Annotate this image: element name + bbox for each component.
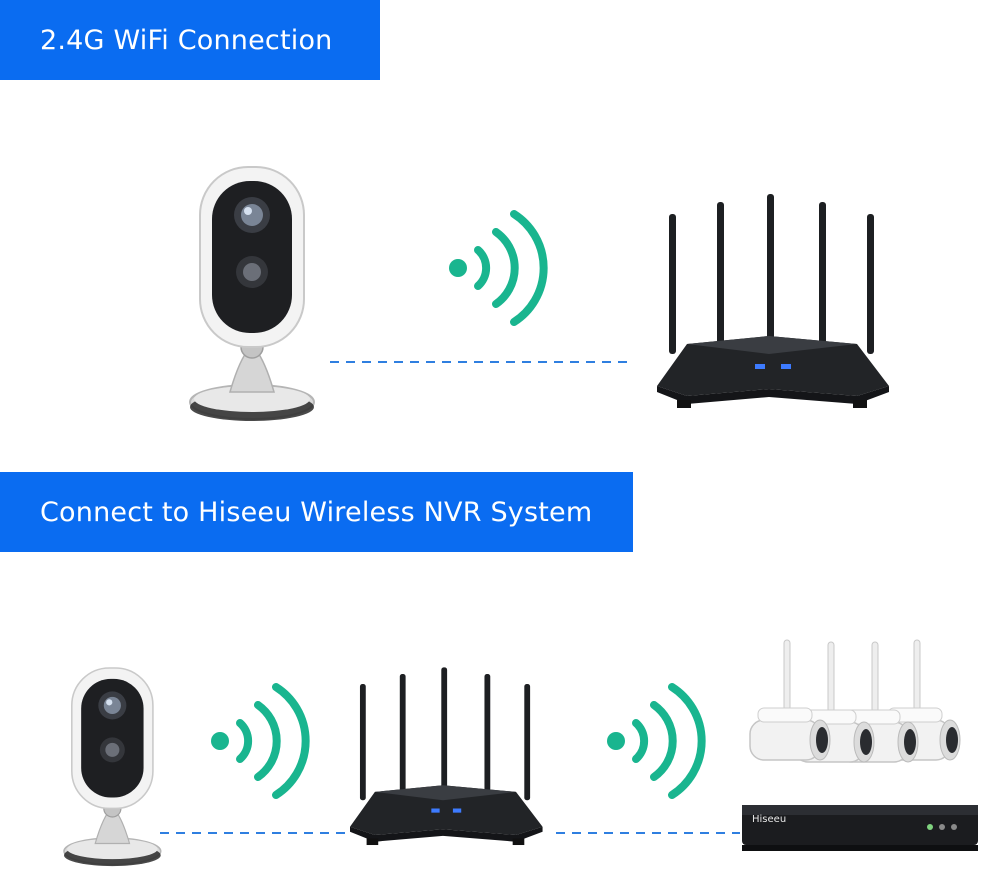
wifi-signal-icon — [211, 687, 306, 795]
section-two-banner: Connect to Hiseeu Wireless NVR System — [0, 472, 633, 552]
section-one-title: 2.4G WiFi Connection — [40, 24, 333, 56]
nvr-brand-label: Hiseeu — [752, 814, 786, 825]
nvr-icon: Hiseeu — [742, 805, 978, 851]
wifi-signal-icon — [449, 214, 544, 322]
router-icon — [657, 194, 889, 408]
camera-icon — [189, 166, 315, 422]
camera-icon — [63, 667, 162, 867]
section-one-banner: 2.4G WiFi Connection — [0, 0, 380, 80]
section-two-title: Connect to Hiseeu Wireless NVR System — [40, 496, 593, 528]
router-icon — [350, 667, 543, 846]
wifi-signal-icon — [607, 687, 702, 795]
bullet-camera-icon — [749, 639, 831, 761]
